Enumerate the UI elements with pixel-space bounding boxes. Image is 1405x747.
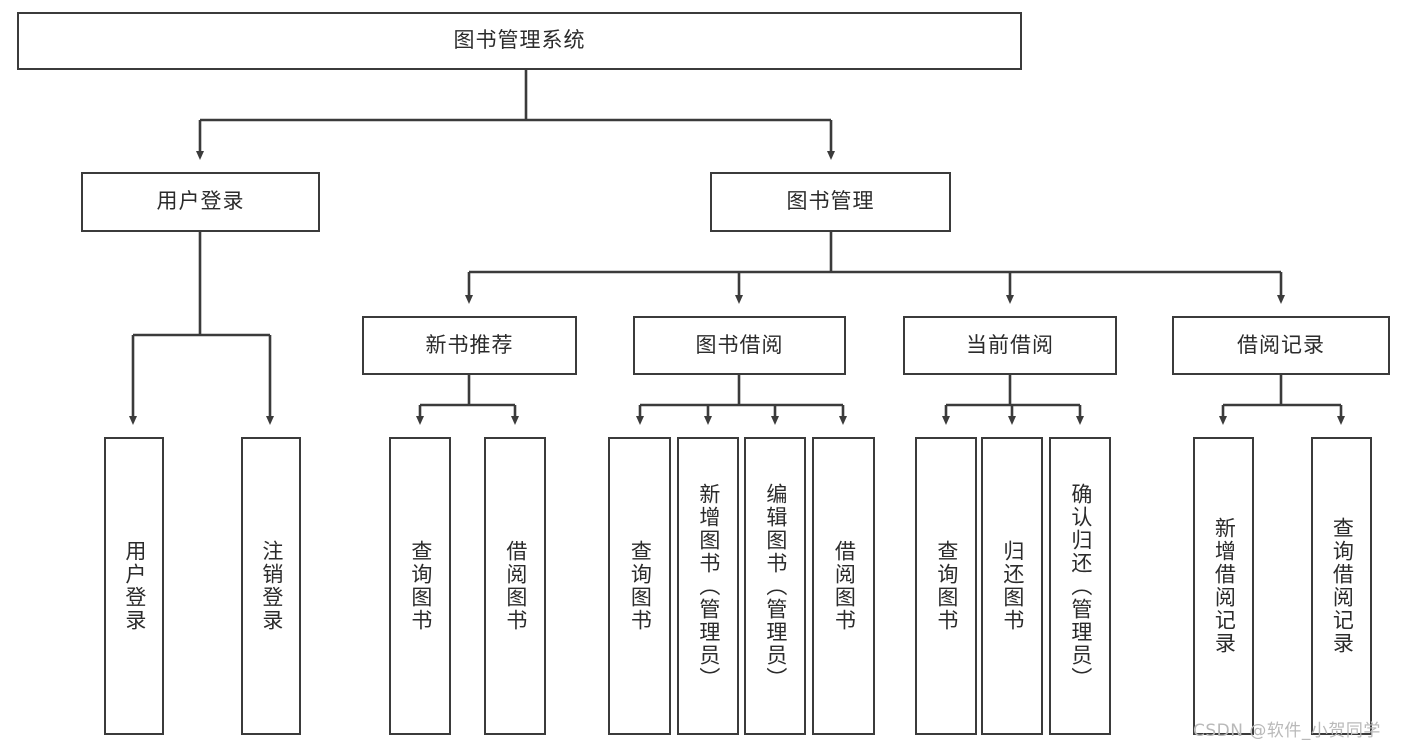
node-new-book-recommend[interactable]: 新书推荐 (362, 316, 577, 375)
node-label: 当前借阅 (966, 332, 1054, 357)
node-leaf-user-logout[interactable]: 注销登录 (241, 437, 301, 735)
node-label: 归还图书 (1000, 540, 1025, 632)
node-label: 编辑图书（管理员） (763, 482, 788, 690)
node-leaf-user-login[interactable]: 用户登录 (104, 437, 164, 735)
node-leaf-add-record[interactable]: 新增借阅记录 (1193, 437, 1254, 735)
node-label: 图书借阅 (695, 332, 784, 357)
node-label: 注销登录 (259, 540, 284, 632)
node-leaf-query-book-3[interactable]: 查询图书 (915, 437, 977, 735)
node-leaf-borrow-book-2[interactable]: 借阅图书 (812, 437, 875, 735)
node-borrow-record[interactable]: 借阅记录 (1172, 316, 1390, 375)
node-label: 查询图书 (934, 540, 959, 632)
node-user-login[interactable]: 用户登录 (81, 172, 320, 232)
node-label: 用户登录 (156, 189, 245, 214)
node-label: 借阅记录 (1237, 332, 1325, 357)
node-label: 新增图书（管理员） (696, 482, 721, 690)
node-leaf-query-book-1[interactable]: 查询图书 (389, 437, 451, 735)
node-label: 新书推荐 (425, 332, 514, 357)
node-leaf-return-book[interactable]: 归还图书 (981, 437, 1043, 735)
node-label: 查询借阅记录 (1330, 517, 1355, 655)
node-label: 查询图书 (628, 540, 653, 632)
csdn-watermark: CSDN @软件_小贺同学 (1193, 721, 1381, 741)
node-root-book-management-system[interactable]: 图书管理系统 (17, 12, 1022, 70)
node-leaf-confirm-return[interactable]: 确认归还（管理员） (1049, 437, 1111, 735)
node-leaf-edit-book[interactable]: 编辑图书（管理员） (744, 437, 806, 735)
node-label: 用户登录 (122, 540, 147, 632)
node-label: 新增借阅记录 (1212, 517, 1237, 655)
node-label: 确认归还（管理员） (1068, 482, 1093, 690)
node-current-borrow[interactable]: 当前借阅 (903, 316, 1117, 375)
node-leaf-query-book-2[interactable]: 查询图书 (608, 437, 671, 735)
node-book-borrow[interactable]: 图书借阅 (633, 316, 846, 375)
node-label: 借阅图书 (503, 540, 528, 632)
node-book-manage[interactable]: 图书管理 (710, 172, 951, 232)
node-label: 查询图书 (408, 540, 433, 632)
node-leaf-query-record[interactable]: 查询借阅记录 (1311, 437, 1372, 735)
node-label: 图书管理 (786, 189, 875, 214)
node-leaf-borrow-book-1[interactable]: 借阅图书 (484, 437, 546, 735)
node-label: 借阅图书 (832, 540, 857, 632)
node-leaf-add-book[interactable]: 新增图书（管理员） (677, 437, 739, 735)
node-label: 图书管理系统 (453, 28, 586, 53)
